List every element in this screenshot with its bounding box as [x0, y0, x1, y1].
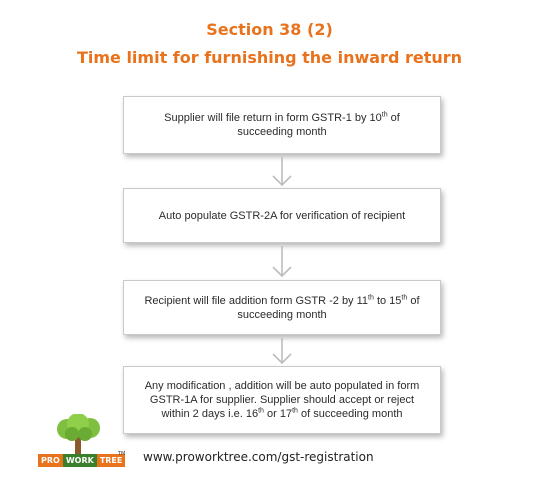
step-3-text-b: to 15	[373, 294, 402, 307]
flow-step-4: Any modification , addition will be auto…	[123, 366, 441, 434]
step-3-text-a: Recipient will file addition form GSTR -…	[144, 294, 369, 307]
flow-arrow-3	[271, 338, 293, 365]
page-subtitle: Time limit for furnishing the inward ret…	[76, 48, 463, 67]
step-4-text-b: or 17	[263, 408, 293, 420]
logo-work-text: WORK	[62, 454, 97, 467]
website-url[interactable]: www.proworktree.com/gst-registration	[143, 450, 374, 464]
logo-pro-text: PRO	[38, 454, 63, 467]
trademark-mark: TM	[118, 451, 126, 457]
step-4-sup-a: th	[258, 407, 264, 415]
section-title: Section 38 (2)	[206, 20, 333, 39]
logo-tree-text: TREE	[96, 454, 126, 467]
flow-arrow-1	[271, 157, 293, 187]
flow-step-2: Auto populate GSTR-2A for verification o…	[123, 188, 441, 243]
flow-step-2-text: Auto populate GSTR-2A for verification o…	[159, 209, 405, 223]
flow-arrow-2	[271, 246, 293, 278]
flow-step-4-text: Any modification , addition will be auto…	[138, 379, 426, 421]
step-3-sup-b: th	[401, 293, 408, 301]
step-3-text-c: of succeeding month	[237, 294, 420, 321]
step-4-text-c: of succeeding month	[297, 408, 403, 420]
tree-icon	[57, 414, 100, 454]
step-2-text-a: Auto populate GSTR-2A for verification o…	[158, 209, 406, 222]
flow-step-1: Supplier will file return in form GSTR-1…	[123, 96, 441, 154]
logo-wordmark: PRO WORK TREE	[38, 454, 126, 467]
step-1-text-a: Supplier will file return in form GSTR-1…	[164, 112, 382, 124]
step-4-sup-b: th	[292, 407, 298, 415]
step-1-text-b: of succeeding month	[237, 112, 400, 138]
flow-step-3: Recipient will file addition form GSTR -…	[123, 280, 441, 335]
flow-step-1-text: Supplier will file return in form GSTR-1…	[138, 111, 426, 139]
proworktree-logo: PRO WORK TREE TM	[38, 414, 126, 470]
flow-step-3-text: Recipient will file addition form GSTR -…	[138, 294, 426, 322]
step-3-sup-a: th	[368, 293, 374, 301]
step-1-sup-a: th	[381, 111, 388, 119]
step-4-text-a: Any modification , addition will be auto…	[144, 380, 420, 420]
